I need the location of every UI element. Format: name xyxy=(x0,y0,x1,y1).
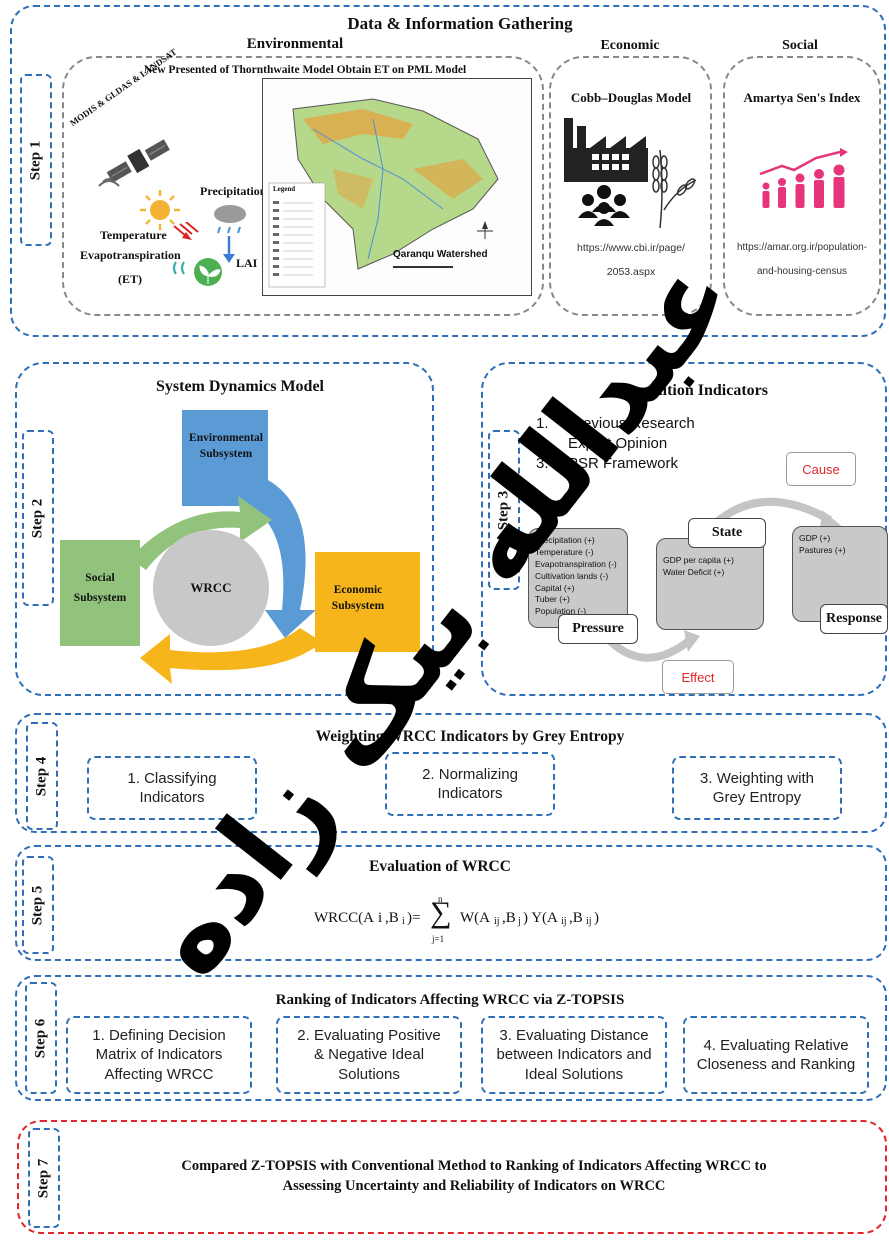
social-model: Amartya Sen's Index xyxy=(743,90,861,105)
social-subsystem-line1: Social xyxy=(85,572,115,584)
pressure-item: Cultivation lands (-) xyxy=(535,570,609,581)
step1-label: Step 1 xyxy=(20,74,52,246)
sun-icon xyxy=(140,190,180,230)
heat-arrows-icon xyxy=(173,222,199,240)
social-heading: Social xyxy=(782,38,818,53)
lai-label: LAI xyxy=(236,256,258,270)
pressure-item: Tuber (+) xyxy=(535,594,570,605)
step7-label: Step 7 xyxy=(28,1128,60,1228)
pressure-item: Evapotranspiration (-) xyxy=(535,558,617,569)
pressure-box: Precipitation (+) Temperature (-) Evapot… xyxy=(528,528,628,628)
cloud-rain-icon xyxy=(214,205,246,234)
down-arrow-icon xyxy=(223,236,235,263)
economic-url-line1: https://www.cbi.ir/page/ xyxy=(577,242,685,254)
step7-line1: Compared Z-TOPSIS with Conventional Meth… xyxy=(181,1158,767,1174)
environmental-heading: Environmental xyxy=(246,36,344,52)
pressure-item: Capital (+) xyxy=(535,582,575,593)
step2-label: Step 2 xyxy=(22,430,54,606)
response-item: GDP (+) xyxy=(799,533,831,543)
state-box: GDP per capita (+) Water Deficit (+) xyxy=(656,538,764,630)
system-dynamics-diagram xyxy=(60,410,420,684)
step3-list-item-3: 3.PSR Framework xyxy=(536,455,679,472)
response-item: Pastures (+) xyxy=(799,544,846,555)
sum-upper-limit: n xyxy=(438,894,443,904)
economic-subsystem-line1: Economic xyxy=(333,584,383,596)
formula-lhs-rest: i xyxy=(378,910,383,926)
step1-title: Data & Information Gathering xyxy=(347,14,573,33)
step7-container xyxy=(17,1120,887,1234)
step3-label: Step 3 xyxy=(488,430,520,590)
wrcc-center-label: WRCC xyxy=(190,580,232,595)
economic-url-line2: 2053.aspx xyxy=(606,266,656,278)
step4-label: Step 4 xyxy=(26,722,58,830)
environmental-panel xyxy=(62,56,544,316)
plant-icon xyxy=(173,258,222,286)
social-panel xyxy=(723,56,881,316)
precipitation-label: Precipitation xyxy=(200,184,267,198)
environmental-subtitle: New Presented of Thornthwaite Model Obta… xyxy=(143,64,467,76)
pressure-item: Temperature (-) xyxy=(535,546,594,557)
step4-title: Weighting WRCC Indicators by Grey Entrop… xyxy=(315,728,625,745)
watershed-map: Legend Qaranqu Watershed xyxy=(262,78,532,296)
step5-title: Evaluation of WRCC xyxy=(369,858,511,875)
temperature-label: Temperature xyxy=(100,228,167,242)
economic-subsystem-line2: Subsystem xyxy=(331,600,385,612)
response-label: Response xyxy=(820,604,888,634)
step3-list-item-1: 1.Previous Research xyxy=(536,415,695,432)
social-subsystem-line2: Subsystem xyxy=(73,592,127,604)
sum-lower-limit: j=1 xyxy=(432,934,445,944)
et-label: (ET) xyxy=(118,272,142,286)
step5-container xyxy=(15,845,887,961)
pressure-item: Population (-) xyxy=(535,606,587,617)
step6-container xyxy=(15,975,887,1101)
step3-title: Recognition Indicators xyxy=(612,382,768,399)
satellite-icon xyxy=(98,139,170,187)
pressure-item: Precipitation (+) xyxy=(535,535,595,545)
step6-label: Step 6 xyxy=(25,982,57,1094)
factory-icon xyxy=(564,118,648,182)
environmental-subsystem-line1: Environmental xyxy=(189,432,263,444)
wrcc-formula: WRCC(A i ,B i )= n ∑ j=1 W(A ij ,B j ) Y… xyxy=(314,894,599,944)
step1-container xyxy=(10,5,886,337)
step2-title: System Dynamics Model xyxy=(156,378,324,395)
economic-panel xyxy=(549,56,712,316)
economic-heading: Economic xyxy=(600,38,660,53)
step6-title: Ranking of Indicators Affecting WRCC via… xyxy=(275,992,625,1008)
step4-container xyxy=(15,713,887,833)
state-label: State xyxy=(688,518,766,548)
cause-label: Cause xyxy=(786,452,856,486)
state-item: Water Deficit (+) xyxy=(663,566,725,577)
social-url-line2: and-housing-census xyxy=(756,266,848,277)
step3-list-item-2: 2.Expert Opinion xyxy=(536,435,668,452)
pressure-label: Pressure xyxy=(558,614,638,644)
effect-label: Effect xyxy=(662,660,734,694)
population-growth-icon xyxy=(759,148,848,208)
step2-container xyxy=(15,362,434,696)
wheat-icon xyxy=(652,150,697,228)
map-title: Qaranqu Watershed xyxy=(393,249,488,260)
watershed-map-graphic xyxy=(263,79,531,295)
environmental-subsystem-line2: Subsystem xyxy=(199,448,253,460)
map-legend-title: Legend xyxy=(273,185,296,193)
people-group-icon xyxy=(578,185,630,226)
step7-line2: Assessing Uncertainty and Reliability of… xyxy=(282,1178,666,1194)
sum-icon: ∑ xyxy=(430,896,452,929)
social-url-line1: https://amar.org.ir/population- xyxy=(736,242,868,253)
step5-label: Step 5 xyxy=(22,856,54,954)
evapotranspiration-label: Evapotranspiration xyxy=(80,248,181,262)
step3-list: 1.Previous Research 2.Expert Opinion 3.P… xyxy=(536,414,695,474)
economic-model: Cobb–Douglas Model xyxy=(570,90,692,105)
state-item: GDP per capita (+) xyxy=(663,555,734,565)
